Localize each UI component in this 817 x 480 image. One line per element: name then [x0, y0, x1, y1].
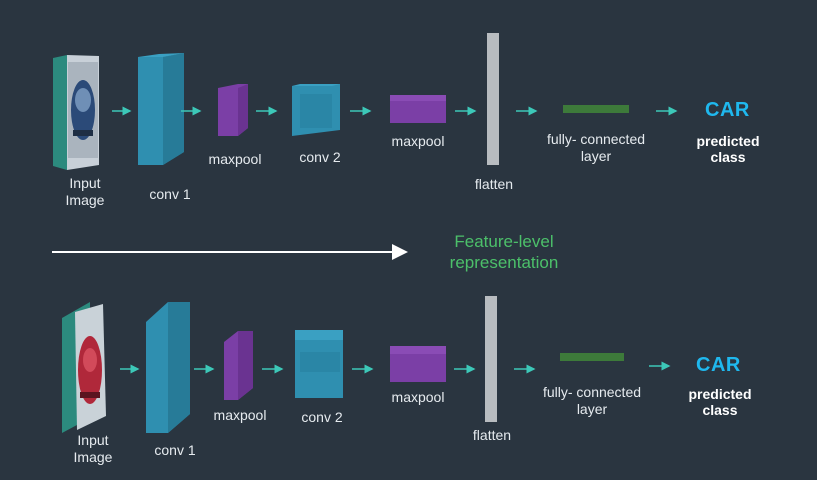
maxpool1-block-bottom	[224, 331, 253, 400]
feature-level-caption: Feature-level representation	[449, 232, 559, 272]
fc-layer-bar-bottom	[560, 353, 624, 361]
conv1-label: conv 1	[154, 442, 196, 458]
maxpool2-block-bottom	[390, 346, 446, 382]
output-class-label: CAR	[705, 99, 750, 121]
fc-layer-label: fully- connected layer	[546, 131, 646, 164]
output-class-label: CAR	[696, 354, 741, 376]
maxpool1-block-top	[218, 84, 248, 136]
input-image-bottom	[62, 302, 106, 433]
input-image-label: Input Image	[73, 432, 113, 465]
flatten-label: flatten	[474, 176, 514, 192]
red-car-photo-icon	[78, 336, 102, 404]
maxpool2-label: maxpool	[391, 133, 445, 149]
input-image-label: Input Image	[65, 175, 105, 208]
conv2-block-top	[292, 84, 340, 136]
fc-layer-label: fully- connected layer	[542, 384, 642, 417]
maxpool2-block-top	[390, 95, 446, 123]
arrow-right-icon	[120, 361, 671, 374]
car-photo-icon	[71, 80, 95, 140]
flatten-label: flatten	[472, 427, 512, 443]
maxpool2-label: maxpool	[391, 389, 445, 405]
conv2-label: conv 2	[299, 149, 341, 165]
input-image-top	[53, 55, 99, 170]
conv1-label: conv 1	[149, 186, 191, 202]
predicted-class-label: predicted class	[688, 386, 752, 418]
predicted-class-label: predicted class	[696, 133, 760, 165]
conv2-label: conv 2	[301, 409, 343, 425]
conv1-block-top	[138, 53, 184, 165]
flatten-bar-bottom	[485, 296, 497, 422]
maxpool1-label: maxpool	[213, 407, 267, 423]
conv2-block-bottom	[295, 330, 343, 398]
conv1-block-bottom	[146, 302, 190, 433]
flatten-bar-top	[487, 33, 499, 165]
maxpool1-label: maxpool	[208, 151, 262, 167]
fc-layer-bar-top	[563, 105, 629, 113]
